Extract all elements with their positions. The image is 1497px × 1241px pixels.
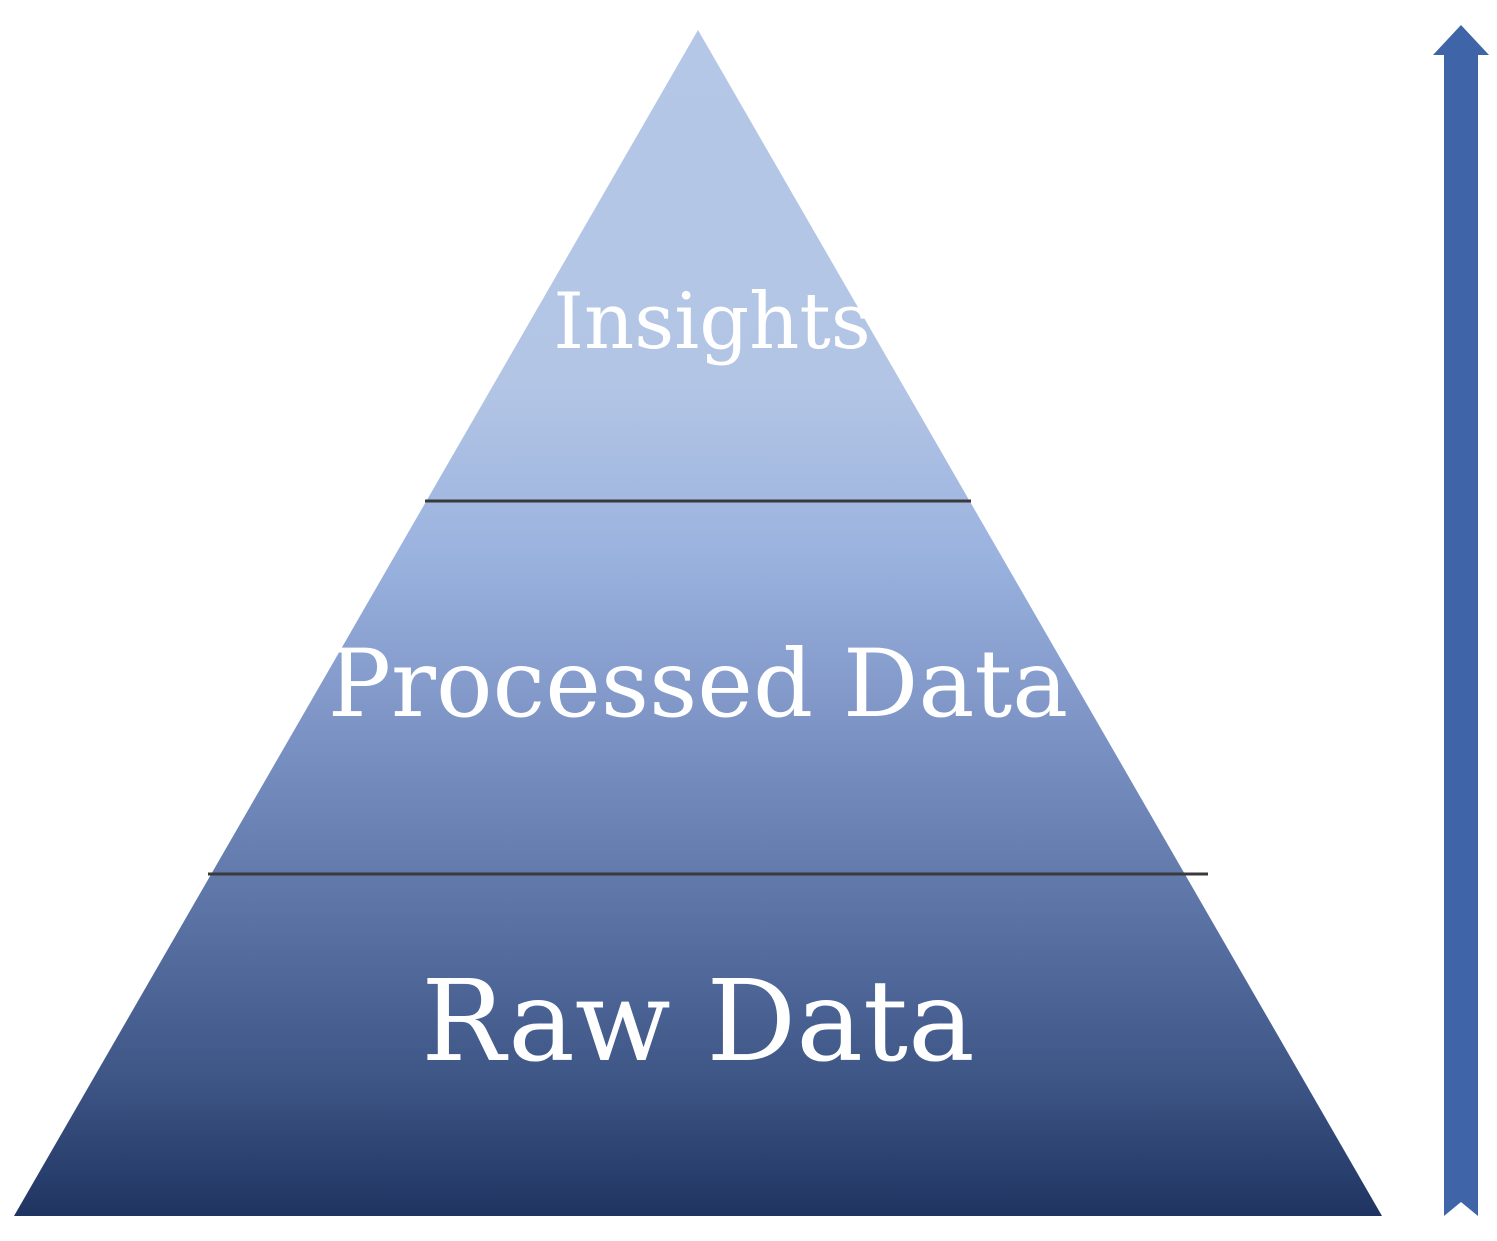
up-arrow-icon	[1433, 25, 1489, 1216]
tier-label-insights: Insights	[553, 277, 871, 367]
pyramid-shape	[14, 30, 1382, 1216]
tier-label-processed-data: Processed Data	[328, 630, 1068, 739]
tier-label-raw-data: Raw Data	[421, 957, 975, 1087]
